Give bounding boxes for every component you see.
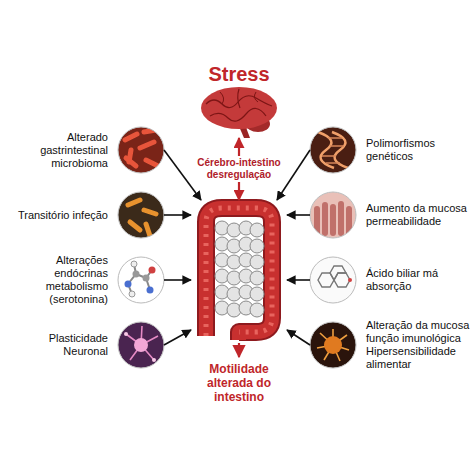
- title-label: Stress: [194, 62, 284, 86]
- factor-circle: Alteração da mucosa função imunológica H…: [310, 319, 470, 371]
- edge-label: Cérebro-intestino desregulação: [193, 156, 285, 182]
- factor-label: Alteração da mucosa função imunológica H…: [366, 319, 470, 371]
- factor-circle: Ácido biliar má absorção: [310, 257, 470, 303]
- factor-label: Alterações endócrinas metabolismo (serot…: [4, 254, 108, 306]
- microbiome-picture: [118, 127, 164, 173]
- factor-circle: Transitório infeção: [4, 192, 164, 238]
- molecule-picture: [118, 257, 164, 303]
- neuron-picture: [118, 322, 164, 368]
- factor-label: Transitório infeção: [4, 209, 108, 222]
- mucosa-picture: [310, 192, 356, 238]
- intestine: Motilidade alterada do intestino: [191, 200, 287, 404]
- factor-circle: Plasticidade Neuronal: [4, 322, 164, 368]
- factor-label: Alterado gastrintestinal microbioma: [4, 131, 108, 170]
- infection-picture: [118, 192, 164, 238]
- factor-circle: Polimorfismos genéticos: [310, 127, 470, 173]
- stress-brain: Stress: [194, 62, 284, 138]
- brain-illustration: [201, 87, 277, 138]
- bile-acid-picture: [310, 257, 356, 303]
- factor-circle: Alterações endócrinas metabolismo (serot…: [4, 254, 164, 306]
- connector-arrow: [287, 214, 310, 216]
- connector-arrow: [164, 214, 191, 216]
- connector-arrow: [164, 330, 191, 345]
- factor-label: Aumento da mucosa permeabilidade: [366, 202, 470, 228]
- factor-label: Polimorfismos genéticos: [366, 137, 470, 163]
- immune-cell-picture: [310, 322, 356, 368]
- connector-arrow: [287, 279, 310, 281]
- factor-label: Ácido biliar má absorção: [366, 267, 470, 293]
- factor-circle: Alterado gastrintestinal microbioma: [4, 127, 164, 173]
- connector-arrow: [164, 279, 191, 281]
- factor-label: Plasticidade Neuronal: [4, 332, 108, 358]
- dna-picture: [310, 127, 356, 173]
- intestine-illustration: [206, 208, 272, 357]
- connector-arrow: [287, 330, 310, 345]
- factor-circle: Aumento da mucosa permeabilidade: [310, 192, 470, 238]
- outcome-label: Motilidade alterada do intestino: [191, 362, 287, 404]
